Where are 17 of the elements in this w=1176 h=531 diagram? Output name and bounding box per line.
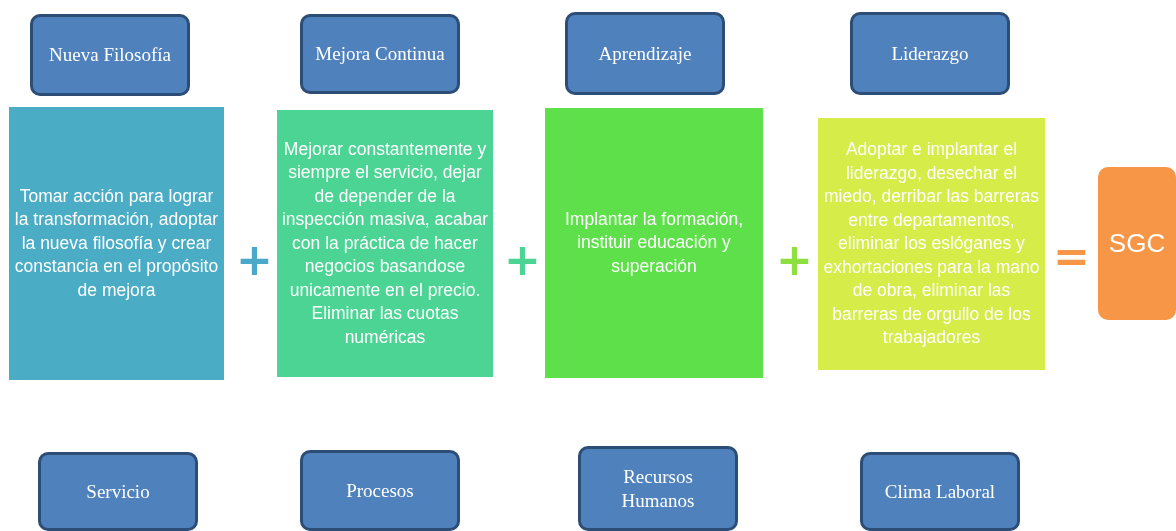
heading-box: Procesos <box>300 450 460 531</box>
plus-sign: + <box>776 238 813 282</box>
text-block: Adoptar e implantar el liderazgo, desechar el miedo, derribar las barreras entre departamentos, eliminar los eslóganes y exhortaciones para la mano de obra, eliminar las barreras de orgullo de los trabajadores <box>818 118 1045 370</box>
heading-box: Recursos Humanos <box>578 446 738 531</box>
heading-box: Nueva Filosofía <box>30 14 190 96</box>
text-block: Tomar acción para lograr la transformación, adoptar la nueva filosofía y crear constancia en el propósito de mejora <box>9 107 224 380</box>
equals-sign: = <box>1053 234 1090 278</box>
plus-sign: + <box>504 238 541 282</box>
plus-sign: + <box>236 238 273 282</box>
heading-box: Servicio <box>38 452 198 531</box>
heading-box: Clima Laboral <box>860 452 1020 531</box>
text-block: Implantar la formación, instituir educación y superación <box>545 108 763 378</box>
heading-box: Liderazgo <box>850 12 1010 95</box>
result-box: SGC <box>1098 167 1176 320</box>
heading-box: Aprendizaje <box>565 12 725 95</box>
heading-box: Mejora Continua <box>300 14 460 94</box>
text-block: Mejorar constantemente y siempre el servicio, dejar de depender de la inspección masiva, acabar con la práctica de hacer negocios basandose unicamente en el precio. Eliminar las cuotas numéricas <box>277 110 493 377</box>
